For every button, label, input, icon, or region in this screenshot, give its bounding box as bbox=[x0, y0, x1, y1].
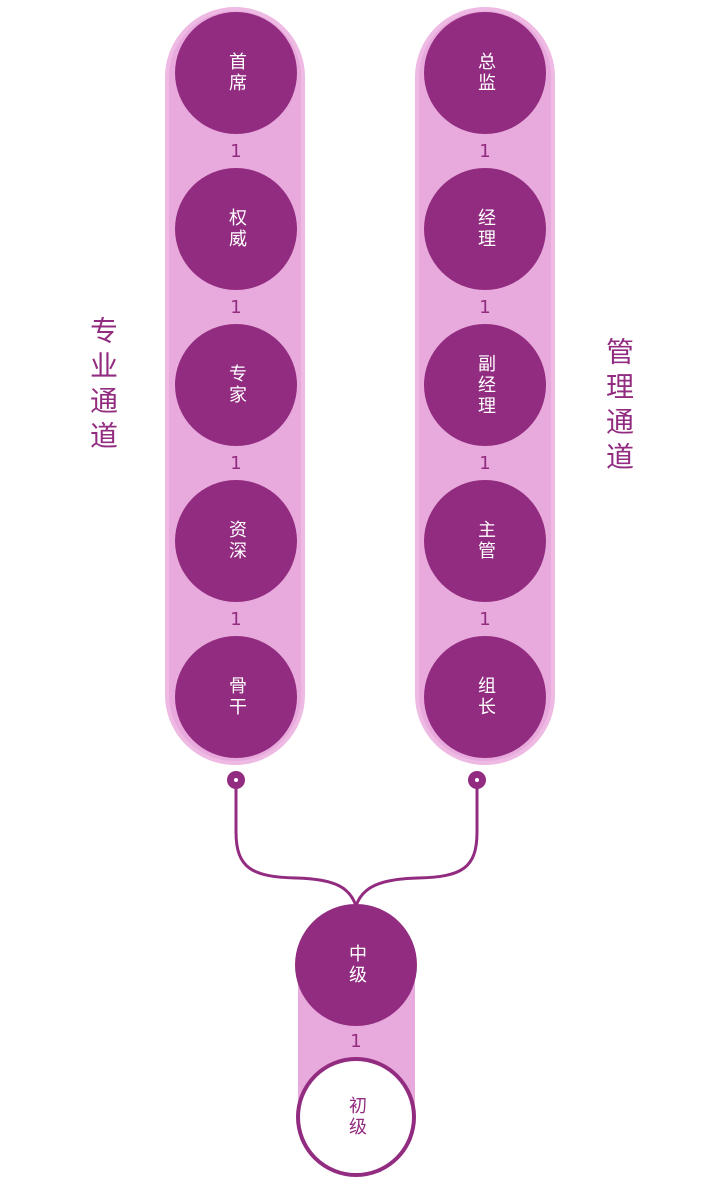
management-level-4: 主管 bbox=[424, 480, 546, 602]
level-label: 主管 bbox=[475, 520, 496, 562]
branch-node-right bbox=[468, 771, 486, 789]
level-label: 副经理 bbox=[475, 353, 496, 417]
step-connector: 1 bbox=[230, 297, 242, 318]
step-connector: 1 bbox=[230, 609, 242, 630]
professional-level-2: 权威 bbox=[175, 168, 297, 290]
level-label: 初级 bbox=[346, 1096, 367, 1138]
professional-level-4: 资深 bbox=[175, 480, 297, 602]
level-label: 资深 bbox=[226, 520, 247, 562]
step-connector: 1 bbox=[479, 453, 491, 474]
management-level-1: 总监 bbox=[424, 12, 546, 134]
management-level-2: 经理 bbox=[424, 168, 546, 290]
branch-node-left bbox=[227, 771, 245, 789]
level-label: 首席 bbox=[226, 52, 247, 94]
step-connector: 1 bbox=[479, 141, 491, 162]
branch-connector-right bbox=[354, 788, 479, 907]
base-level-intermediate: 中级 bbox=[295, 904, 417, 1026]
professional-level-3: 专家 bbox=[175, 324, 297, 446]
level-label: 权威 bbox=[226, 208, 247, 250]
professional-channel-title: 专业通道 bbox=[86, 316, 119, 456]
step-connector: 1 bbox=[230, 141, 242, 162]
level-label: 专家 bbox=[226, 364, 247, 406]
step-connector: 1 bbox=[350, 1031, 362, 1052]
level-label: 骨干 bbox=[226, 676, 247, 718]
management-channel-title: 管理通道 bbox=[602, 337, 635, 477]
level-label: 总监 bbox=[475, 52, 496, 94]
step-connector: 1 bbox=[479, 297, 491, 318]
level-label: 组长 bbox=[475, 676, 496, 718]
step-connector: 1 bbox=[479, 609, 491, 630]
step-connector: 1 bbox=[230, 453, 242, 474]
professional-level-1: 首席 bbox=[175, 12, 297, 134]
level-label: 中级 bbox=[346, 944, 367, 986]
professional-level-5: 骨干 bbox=[175, 636, 297, 758]
branch-connector-left bbox=[234, 788, 358, 907]
level-label: 经理 bbox=[475, 208, 496, 250]
management-level-3: 副经理 bbox=[424, 324, 546, 446]
management-level-5: 组长 bbox=[424, 636, 546, 758]
base-level-junior: 初级 bbox=[296, 1057, 416, 1177]
